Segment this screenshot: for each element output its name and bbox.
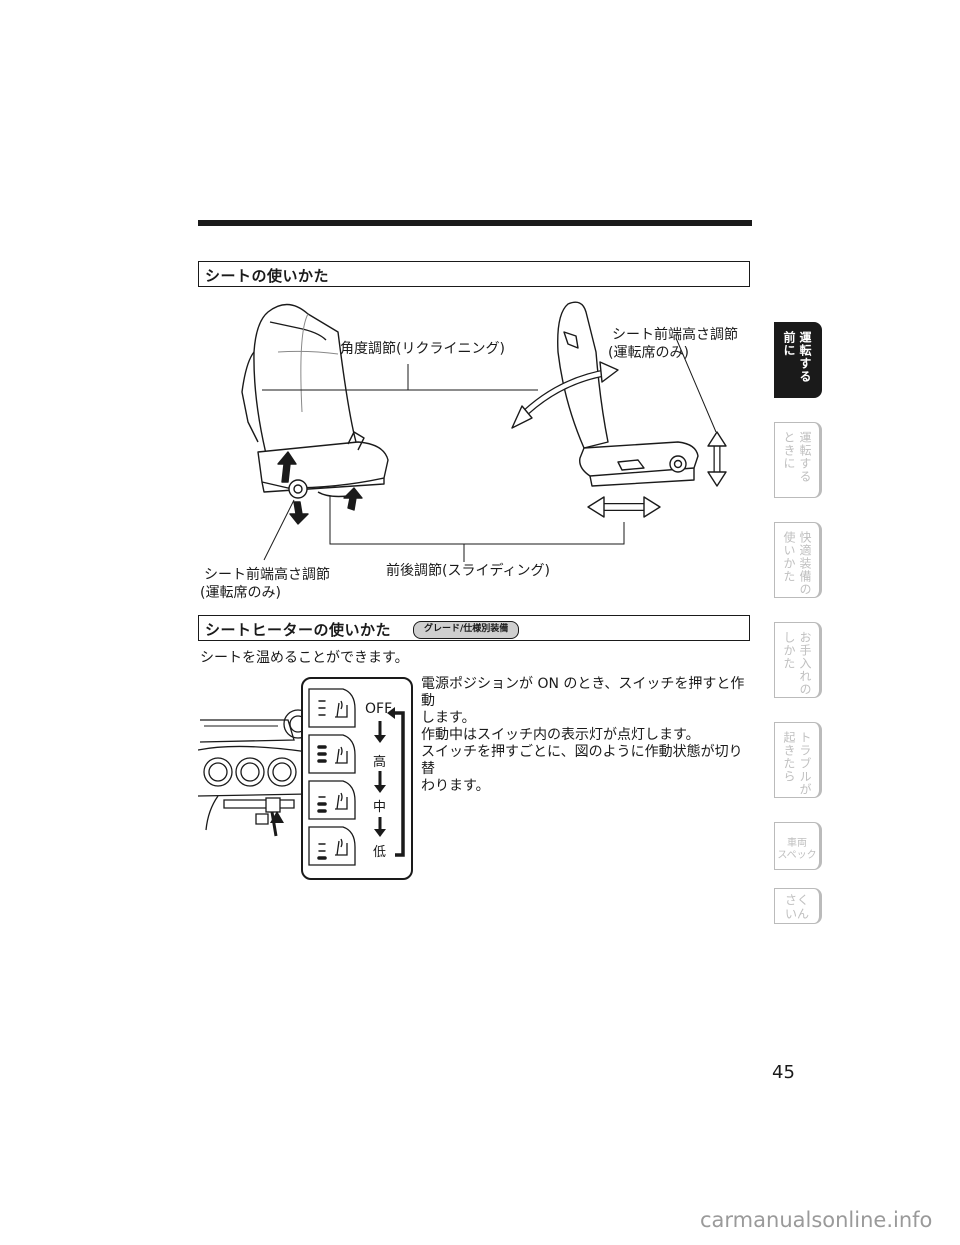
tab-label: 前に <box>782 331 796 357</box>
instruction-line: します。 <box>421 710 476 726</box>
tab-label: 運転する <box>798 331 812 383</box>
label-slide: 前後調節(スライディング) <box>386 563 550 579</box>
label-recline: 角度調節(リクライニング) <box>340 341 505 357</box>
section-title: シートヒーターの使いかた <box>205 621 392 639</box>
section-header-seat: シートの使いかた <box>198 261 750 287</box>
intro-text: シートを温めることができます。 <box>200 650 409 666</box>
tab-vehicle-spec[interactable]: 車両 スペック <box>774 822 822 870</box>
section-title: シートの使いかた <box>205 267 330 285</box>
dashboard-illustration <box>198 709 308 837</box>
grade-badge: グレード/仕様別装備 <box>413 621 520 639</box>
tab-label: ときに <box>782 431 796 470</box>
instructions-block: 電源ポジションが ON のとき、スイッチを押すと作動 します。 作動中はスイッチ… <box>421 676 751 795</box>
tab-label: スペック <box>777 850 817 861</box>
top-rule <box>198 220 752 226</box>
tab-label: しかた <box>782 631 796 670</box>
tab-index[interactable]: さく いん <box>774 888 822 924</box>
page-number: 45 <box>772 1062 795 1083</box>
tab-before-driving[interactable]: 運転する 前に <box>774 322 822 398</box>
state-cycle-arrows <box>374 707 405 857</box>
tab-label: 車両 <box>787 838 807 849</box>
watermark: carmanualsonline.info <box>700 1208 933 1232</box>
tab-label: トラブルが <box>798 731 812 796</box>
state-off: OFF <box>365 701 393 717</box>
label-front-height-bottom-2: (運転席のみ) <box>200 585 281 601</box>
heater-switch-panel: OFF 高 中 低 <box>301 677 413 880</box>
tab-label: いん <box>784 907 809 921</box>
tab-label: 運転する <box>798 431 812 483</box>
tab-label: お手入れの <box>798 631 812 696</box>
instruction-line: スイッチを押すごとに、図のように作動状態が切り替 <box>421 744 743 777</box>
instruction-line: わります。 <box>421 778 490 794</box>
label-front-height-bottom-1: シート前端高さ調節 <box>204 567 330 583</box>
state-low: 低 <box>373 845 387 860</box>
state-high: 高 <box>373 755 387 770</box>
tab-label: 快適装備の <box>798 531 812 596</box>
section-header-seat-heater: シートヒーターの使いかた グレード/仕様別装備 <box>198 615 750 641</box>
tab-label: 使いかた <box>782 531 796 583</box>
label-front-height-top-1: シート前端高さ調節 <box>612 327 738 343</box>
tab-label: 起きたら <box>782 731 796 783</box>
instruction-line: 作動中はスイッチ内の表示灯が点灯します。 <box>421 727 700 743</box>
tab-maintenance[interactable]: お手入れの しかた <box>774 622 822 698</box>
tab-while-driving[interactable]: 運転する ときに <box>774 422 822 498</box>
heater-switch-states <box>308 688 356 866</box>
label-front-height-top-2: (運転席のみ) <box>608 345 689 361</box>
tab-label: さく <box>784 893 809 907</box>
seat-adjustment-illustration <box>241 301 727 562</box>
tab-comfort-features[interactable]: 快適装備の 使いかた <box>774 522 822 598</box>
tab-troubleshooting[interactable]: トラブルが 起きたら <box>774 722 822 798</box>
instruction-line: 電源ポジションが ON のとき、スイッチを押すと作動 <box>421 676 745 709</box>
press-arrow-icon <box>270 811 284 823</box>
state-mid: 中 <box>373 800 387 815</box>
